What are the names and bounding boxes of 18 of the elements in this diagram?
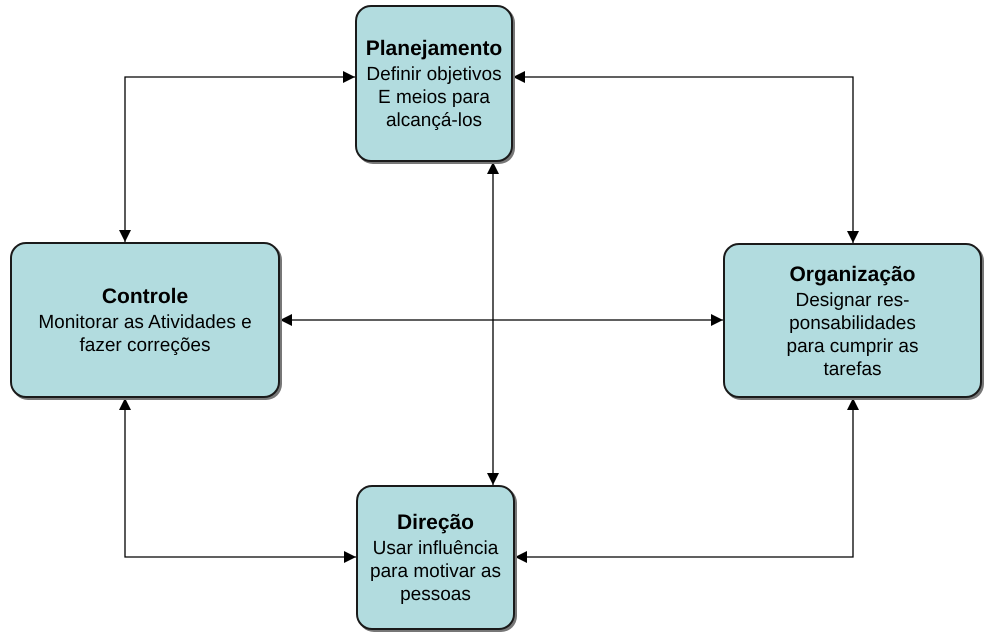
rounded-box <box>356 485 515 630</box>
box-description: Definir objetivos E meios para alcançá-los <box>365 63 503 132</box>
connector-arrow <box>515 398 859 563</box>
box-description: Monitorar as Atividades e fazer correções <box>37 311 253 357</box>
connector-arrow <box>513 71 859 243</box>
box-description: Designar res- ponsabilidades para cumprir as tarefas <box>786 288 920 380</box>
connector-arrow <box>487 162 499 485</box>
connector-arrow <box>280 314 723 326</box>
box-heading: Controle <box>102 284 188 310</box>
box-heading: Planejamento <box>366 36 502 62</box>
connector-arrow <box>119 398 356 563</box>
box-heading: Direção <box>396 510 474 536</box>
box-heading: Organização <box>789 262 916 288</box>
rounded-box <box>10 242 280 398</box>
box-description: Usar influência para motivar as pessoas <box>369 537 502 606</box>
rounded-box <box>723 243 982 398</box>
rounded-box <box>355 5 513 162</box>
connector-arrow <box>119 71 355 242</box>
